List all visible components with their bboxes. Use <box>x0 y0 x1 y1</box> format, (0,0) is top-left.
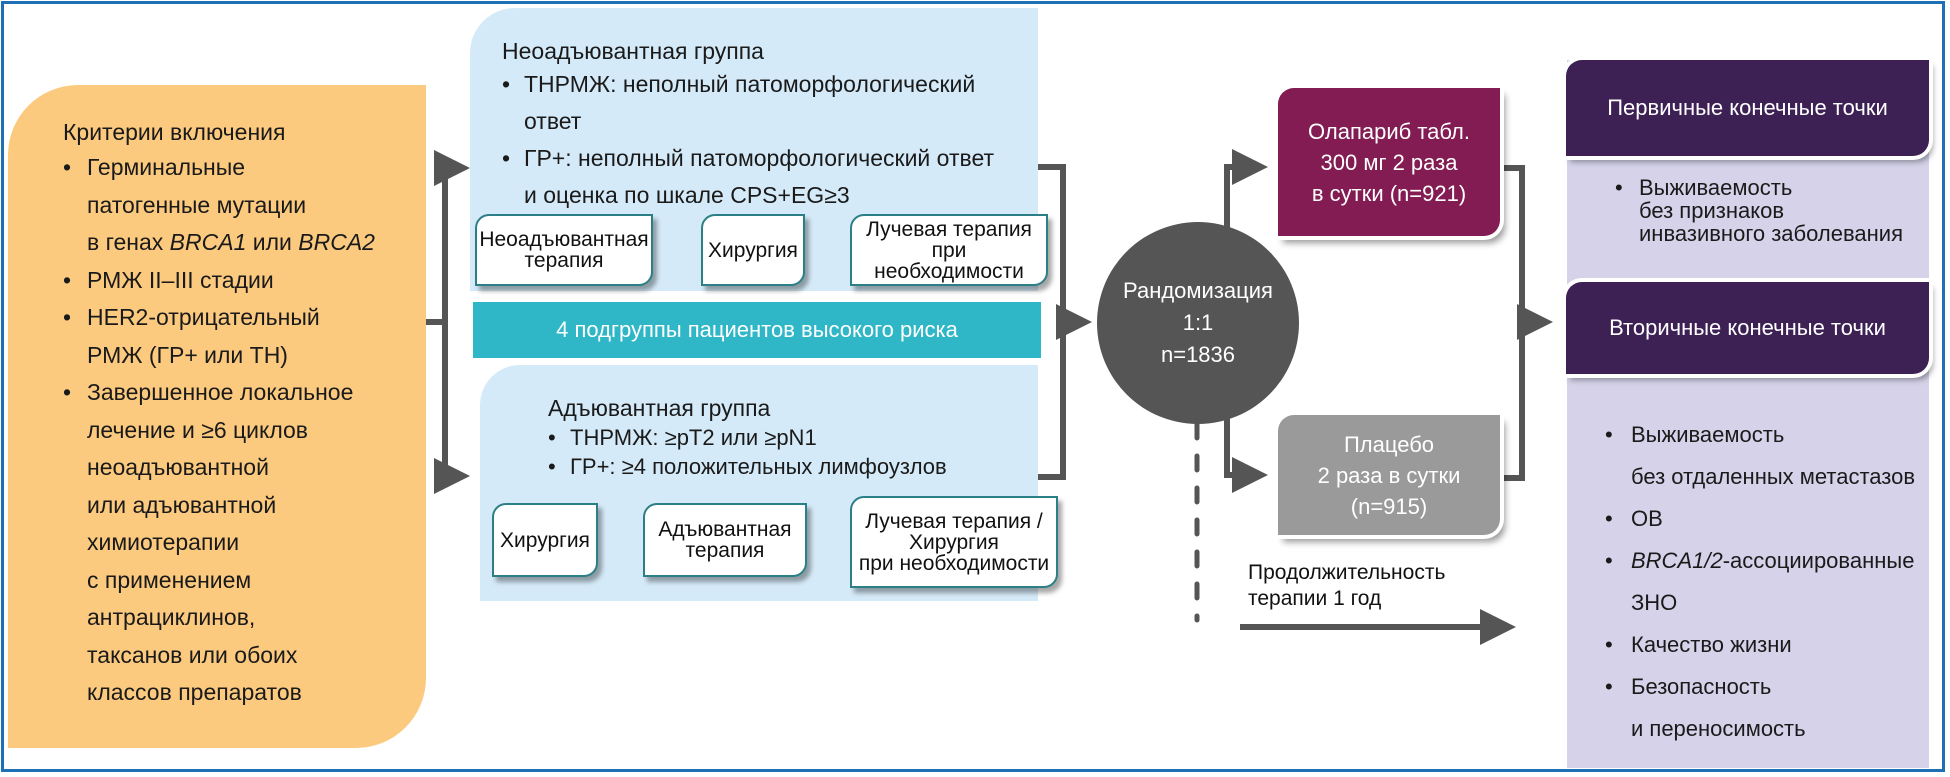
line: Лучевая терапия <box>866 217 1032 241</box>
line: Хирургия <box>708 238 798 262</box>
line: HER2-отрицательный <box>87 304 320 330</box>
primary-endpoints-list: Выживаемость без признаков инвазивного з… <box>1615 176 1919 245</box>
line: с применением <box>87 566 252 593</box>
primary-endpoints-header: Первичные конечные точки <box>1566 60 1929 156</box>
gene-brca1: BRCA1 <box>169 229 247 255</box>
text: в генах <box>87 229 170 255</box>
line: терапии 1 год <box>1248 587 1382 610</box>
arm-placebo: Плацебо 2 раза в сутки (n=915) <box>1278 415 1500 535</box>
line: ОВ <box>1631 506 1663 531</box>
inclusion-item-stage: РМЖ II–III стадии <box>63 262 406 300</box>
line: при необходимости <box>858 551 1050 575</box>
text: или <box>246 229 299 255</box>
randomization-ratio: 1:1 <box>1182 310 1214 335</box>
neoadjuvant-item-tnbc: ТНРМЖ: неполный патоморфологический отве… <box>502 66 1018 140</box>
line: (n=915) <box>1350 493 1428 519</box>
arrow-to-olaparib <box>1224 149 1268 232</box>
step-surgery: Хирургия <box>492 503 598 577</box>
adjuvant-item-tnbc: ТНРМЖ: ≥pT2 или ≥pN1 <box>548 423 1018 452</box>
line: без отдаленных метастазов <box>1631 464 1916 489</box>
neoadjuvant-item-hr: ГР+: неполный патоморфологический ответ … <box>502 140 1018 214</box>
gene-brca12: BRCA1/2 <box>1631 548 1723 573</box>
neoadjuvant-title: Неоадъювантная группа <box>502 38 764 64</box>
line: Плацебо <box>1343 431 1435 457</box>
line: инвазивного заболевания <box>1639 221 1903 246</box>
line: BRCA1/2-ассоциированные <box>1631 540 1919 582</box>
line: терапия <box>685 539 765 562</box>
line: Олапариб табл. <box>1308 118 1470 144</box>
neoadjuvant-criteria: ТНРМЖ: неполный патоморфологический отве… <box>502 66 1018 214</box>
inclusion-item-germline: Герминальные патогенные мутации в генах … <box>63 149 406 262</box>
line: химиотерапии <box>87 529 240 555</box>
secondary-endpoint-qol: Качество жизни <box>1605 624 1919 666</box>
line: ЗНО <box>1631 590 1678 615</box>
randomization-node: Рандомизация 1:1 n=1836 <box>1097 222 1299 424</box>
secondary-endpoints-header: Вторичные конечные точки <box>1566 282 1929 374</box>
line: в сутки (n=921) <box>1311 180 1467 206</box>
line: Герминальные <box>87 154 246 180</box>
therapy-duration-label: Продолжительность терапии 1 год <box>1248 560 1445 612</box>
line: ТНРМЖ: неполный патоморфологический отве… <box>524 71 976 134</box>
line: Продолжительность <box>1248 561 1446 584</box>
inclusion-item-her2: HER2-отрицательный РМЖ (ГР+ или ТН) <box>63 299 406 374</box>
line: необходимости <box>874 259 1024 283</box>
line: таксанов или обоих <box>87 641 298 668</box>
high-risk-subgroups-banner: 4 подгруппы пациентов высокого риска <box>473 302 1041 358</box>
line: классов препаратов <box>87 679 302 705</box>
connector-right-bracket <box>1500 165 1525 481</box>
line: неоадъювантной <box>87 454 269 480</box>
secondary-endpoint-safety: Безопасность и переносимость <box>1605 666 1919 750</box>
line: 2 раза в сутки <box>1317 462 1461 488</box>
secondary-endpoint-os: ОВ <box>1605 498 1919 540</box>
arrow-to-placebo <box>1224 412 1268 493</box>
randomization-label: Рандомизация <box>1123 278 1273 303</box>
adjuvant-criteria: ТНРМЖ: ≥pT2 или ≥pN1 ГР+: ≥4 положительн… <box>548 423 1018 481</box>
secondary-endpoints-list: Выживаемость без отдаленных метастазов О… <box>1605 414 1919 750</box>
text: -ассоциированные <box>1722 548 1915 573</box>
inclusion-item-treatment: Завершенное локальное лечение и ≥6 цикло… <box>63 374 406 712</box>
line: или адъювантной <box>87 491 277 518</box>
line: в генах BRCA1 или BRCA2 <box>87 224 406 262</box>
secondary-endpoint-brca-cancers: BRCA1/2-ассоциированные ЗНО <box>1605 540 1919 624</box>
line: Неоадъювантная <box>479 228 649 251</box>
line: Завершенное локальное <box>87 379 354 405</box>
line: Хирургия <box>909 530 999 554</box>
line: Выживаемость <box>1639 175 1793 200</box>
line: и оценка по шкале CPS+EG≥3 <box>524 182 850 208</box>
line: лечение и ≥6 циклов <box>87 416 309 443</box>
step-surgery: Хирургия <box>701 214 805 286</box>
line: 300 мг 2 раза <box>1320 149 1458 175</box>
line: Безопасность <box>1631 674 1772 699</box>
line: Хирургия <box>500 528 590 552</box>
adjuvant-item-hr: ГР+: ≥4 положительных лимфоузлов <box>548 452 1018 481</box>
line: Качество жизни <box>1631 632 1792 657</box>
inclusion-list: Герминальные патогенные мутации в генах … <box>63 149 406 712</box>
inclusion-criteria-panel: Критерии включения Герминальные патогенн… <box>8 85 426 748</box>
line: РМЖ (ГР+ или ТН) <box>87 341 288 368</box>
gene-brca2: BRCA2 <box>298 229 375 255</box>
line: Адъювантная <box>658 518 792 541</box>
line: антрациклинов, <box>87 604 256 630</box>
secondary-endpoint-dmfs: Выживаемость без отдаленных метастазов <box>1605 414 1919 498</box>
line: Выживаемость <box>1631 422 1785 447</box>
line: ГР+: неполный патоморфологический ответ <box>524 145 995 171</box>
line: без признаков <box>1639 198 1785 223</box>
inclusion-title: Критерии включения <box>63 119 286 145</box>
line: ТНРМЖ: ≥pT2 или ≥pN1 <box>570 425 817 450</box>
line: РМЖ II–III стадии <box>87 266 274 293</box>
line: ГР+: ≥4 положительных лимфоузлов <box>570 454 947 479</box>
randomization-n: n=1836 <box>1160 342 1236 367</box>
line: терапия <box>524 249 604 272</box>
arm-olaparib: Олапариб табл. 300 мг 2 раза в сутки (n=… <box>1278 88 1500 236</box>
primary-endpoint-idfs: Выживаемость без признаков инвазивного з… <box>1615 176 1919 245</box>
line: при <box>931 238 967 262</box>
line: патогенные мутации <box>87 191 307 218</box>
line: и переносимость <box>1631 716 1806 741</box>
line: Лучевая терапия / <box>865 509 1043 533</box>
adjuvant-title: Адъювантная группа <box>548 395 771 421</box>
